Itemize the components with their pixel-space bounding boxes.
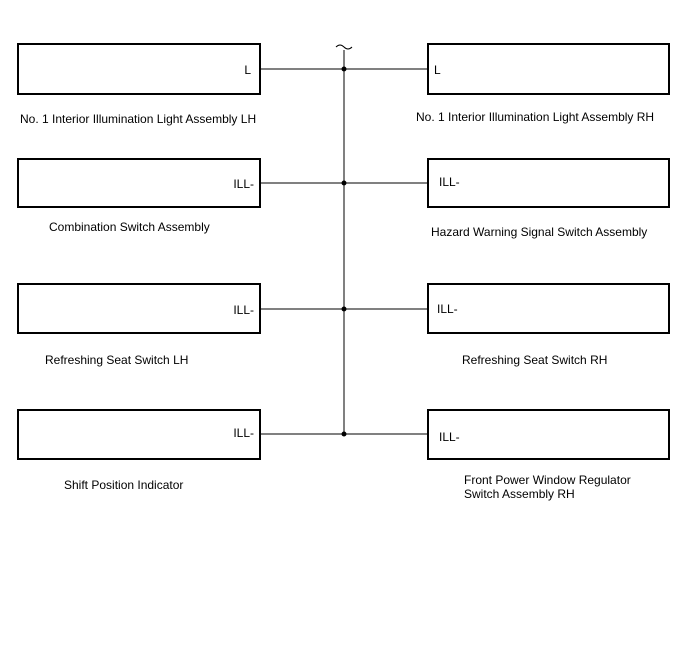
pin-label-rh1: L	[434, 63, 441, 77]
component-box-lh1	[17, 43, 261, 95]
component-name-lh2: Combination Switch Assembly	[49, 220, 210, 234]
junction-dot-4	[341, 431, 347, 437]
junction-dot-2	[341, 180, 347, 186]
component-box-lh3	[17, 283, 261, 334]
component-name-rh4-line2: Switch Assembly RH	[464, 487, 575, 501]
pin-label-lh1: L	[244, 63, 251, 77]
pin-label-lh2: ILL-	[233, 177, 254, 191]
component-name-lh4: Shift Position Indicator	[64, 478, 184, 492]
pin-label-rh3: ILL-	[437, 302, 458, 316]
component-box-rh3	[427, 283, 670, 334]
component-box-rh4	[427, 409, 670, 460]
component-name-lh3: Refreshing Seat Switch LH	[45, 353, 189, 367]
component-name-rh1: No. 1 Interior Illumination Light Assemb…	[416, 110, 655, 124]
component-name-rh3: Refreshing Seat Switch RH	[462, 353, 608, 367]
junction-dot-1	[341, 66, 347, 72]
component-name-rh2: Hazard Warning Signal Switch Assembly	[431, 225, 648, 239]
component-name-rh4-line1: Front Power Window Regulator	[464, 473, 631, 487]
component-box-rh2	[427, 158, 670, 208]
junction-dot-3	[341, 306, 347, 312]
component-box-lh4	[17, 409, 261, 460]
pin-label-rh4: ILL-	[439, 430, 460, 444]
pin-label-lh3: ILL-	[233, 303, 254, 317]
component-name-lh1: No. 1 Interior Illumination Light Assemb…	[20, 112, 257, 126]
pin-label-lh4: ILL-	[233, 426, 254, 440]
component-box-lh2	[17, 158, 261, 208]
pin-label-rh2: ILL-	[439, 175, 460, 189]
wire-continuation-mark	[335, 44, 353, 50]
component-box-rh1	[427, 43, 670, 95]
